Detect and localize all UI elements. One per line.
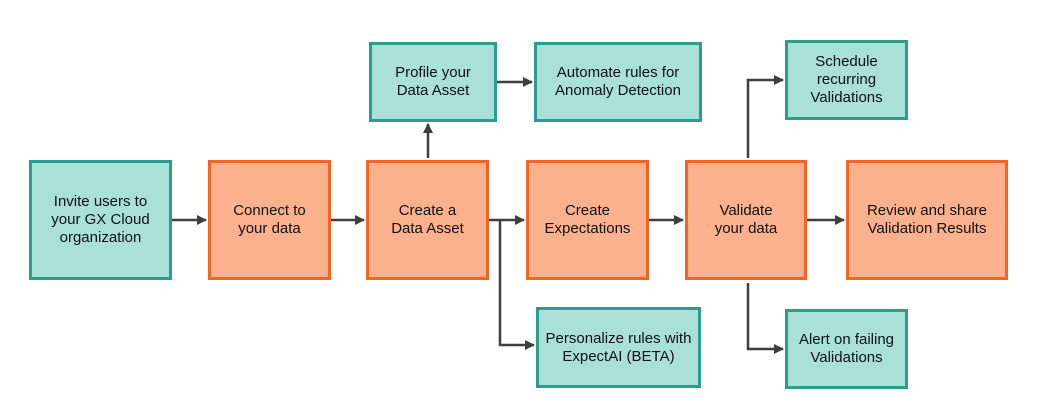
node-invite-users: Invite users to your GX Cloud organizati… bbox=[29, 160, 172, 280]
node-create-asset: Create a Data Asset bbox=[366, 160, 489, 280]
node-schedule-validations: Schedule recurring Validations bbox=[785, 40, 908, 120]
node-create-expectations-label: Create Expectations bbox=[544, 202, 631, 237]
node-connect-data-label: Connect to your data bbox=[233, 202, 306, 237]
arrow-validate-to-alert bbox=[746, 283, 784, 354]
node-profile-asset: Profile your Data Asset bbox=[369, 42, 497, 122]
arrow-validate-to-schedule bbox=[746, 75, 784, 158]
node-alert-failing-label: Alert on failing Validations bbox=[798, 331, 895, 366]
node-alert-failing: Alert on failing Validations bbox=[785, 309, 908, 389]
node-create-expectations: Create Expectations bbox=[526, 160, 649, 280]
node-review-share-label: Review and share Validation Results bbox=[866, 202, 988, 237]
node-invite-users-label: Invite users to your GX Cloud organizati… bbox=[51, 193, 150, 246]
node-review-share: Review and share Validation Results bbox=[846, 160, 1008, 280]
node-validate-data-label: Validate your data bbox=[714, 202, 778, 237]
node-validate-data: Validate your data bbox=[685, 160, 807, 280]
node-personalize-rules: Personalize rules with ExpectAI (BETA) bbox=[536, 307, 701, 388]
arrow-asset-to-personalize bbox=[498, 220, 535, 350]
node-automate-rules: Automate rules for Anomaly Detection bbox=[534, 42, 702, 122]
node-personalize-rules-label: Personalize rules with ExpectAI (BETA) bbox=[545, 329, 692, 365]
node-create-asset-label: Create a Data Asset bbox=[391, 202, 464, 237]
node-profile-asset-label: Profile your Data Asset bbox=[395, 64, 471, 99]
node-connect-data: Connect to your data bbox=[208, 160, 331, 280]
node-automate-rules-label: Automate rules for Anomaly Detection bbox=[555, 64, 681, 99]
node-schedule-validations-label: Schedule recurring Validations bbox=[810, 53, 883, 106]
